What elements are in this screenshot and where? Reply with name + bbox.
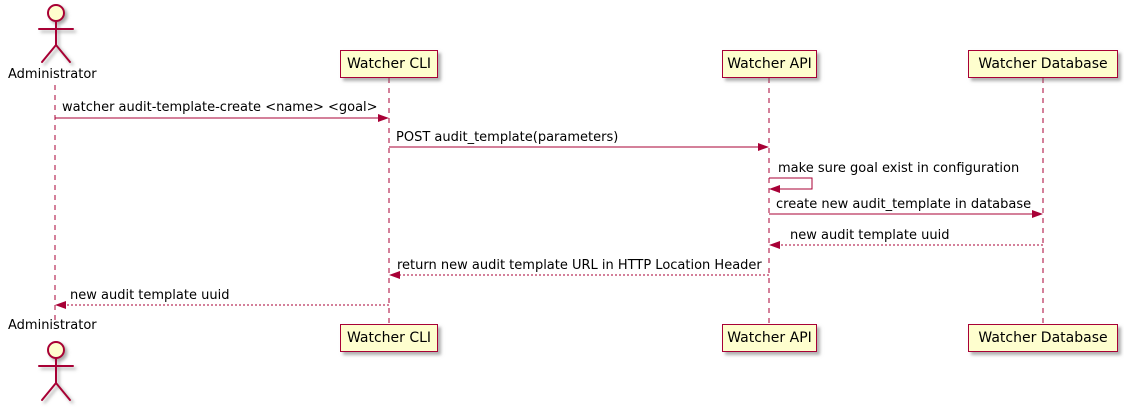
participant-label: Watcher API [727,56,812,72]
arrowhead-left-icon [769,241,780,249]
message-arrow-6 [389,271,769,279]
arrowhead-right-icon [1032,210,1043,218]
message-label-7: new audit template uuid [70,288,230,303]
message-arrow-5 [769,241,1043,249]
message-arrow-2 [389,143,769,151]
message-label-2: POST audit_template(parameters) [396,130,619,145]
actor-label-administrator-bottom: Administrator [8,318,97,333]
arrowhead-right-icon [378,114,389,122]
actor-administrator-top-icon [38,4,74,63]
message-arrow-7 [55,301,389,309]
message-label-4: create new audit_template in database [776,197,1032,212]
participant-label: Watcher CLI [346,330,432,346]
arrowhead-right-icon [758,143,769,151]
message-label-3: make sure goal exist in configuration [778,161,1020,176]
arrowhead-left-icon [389,271,400,279]
participant-box-watcher-api-top: Watcher API [722,50,817,78]
participant-box-watcher-database-bottom: Watcher Database [968,324,1118,352]
message-label-6: return new audit template URL in HTTP Lo… [397,258,762,273]
participant-label: Watcher CLI [346,56,432,72]
message-label-1: watcher audit-template-create <name> <go… [62,100,378,115]
participant-label: Watcher Database [978,330,1108,346]
participant-box-watcher-cli-bottom: Watcher CLI [340,324,438,352]
participant-box-watcher-api-bottom: Watcher API [722,324,817,352]
actor-label-administrator-top: Administrator [8,67,97,82]
participant-box-watcher-cli-top: Watcher CLI [340,50,438,78]
message-label-5: new audit template uuid [790,228,950,243]
lifelines [54,78,1044,324]
arrowhead-left-icon [55,301,66,309]
participant-label: Watcher Database [978,56,1108,72]
participant-box-watcher-database-top: Watcher Database [968,50,1118,78]
message-self-loop-3 [769,177,813,193]
message-arrow-1 [55,114,389,122]
participant-label: Watcher API [727,330,812,346]
arrowhead-left-icon [769,185,780,193]
actor-administrator-bottom-icon [38,341,74,401]
message-arrow-4 [769,210,1043,218]
